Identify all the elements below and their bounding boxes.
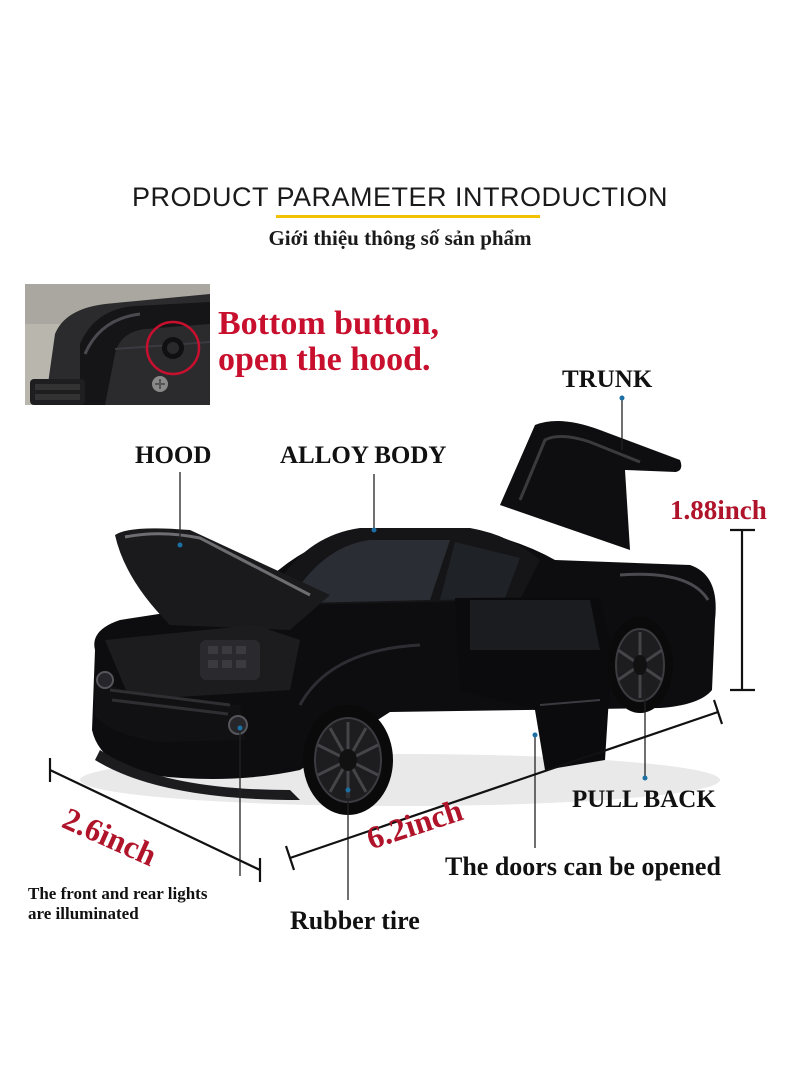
side-window	[440, 542, 520, 600]
rear-wheel	[607, 617, 673, 713]
hood-panel	[115, 528, 330, 630]
callout-line-1: Bottom button,	[218, 305, 440, 342]
front-splitter	[95, 750, 300, 800]
callout-line-2: open the hood.	[218, 341, 431, 378]
label-pull-back: PULL BACK	[572, 786, 716, 813]
highlight-circle	[145, 320, 201, 376]
trunk-lid	[500, 421, 682, 550]
dimension-height-label: 1.88inch	[670, 495, 767, 525]
label-lights-line-1: The front and rear lights	[28, 884, 208, 903]
windshield	[300, 540, 450, 603]
headlight-right	[228, 715, 248, 735]
title-underline	[276, 215, 540, 218]
dimension-width-line	[49, 769, 261, 871]
label-rubber-tire: Rubber tire	[290, 906, 420, 935]
car-body	[92, 530, 716, 779]
hood-button-callout: Bottom button, open the hood.	[218, 306, 439, 378]
page-subtitle: Giới thiệu thông số sản phẩm	[268, 226, 532, 250]
hood-button-closeup-image	[25, 284, 210, 405]
headlight-left	[96, 671, 114, 689]
page-title: PRODUCT PARAMETER INTRODUCTION	[131, 182, 668, 212]
front-wheel	[303, 705, 393, 815]
label-doors: The doors can be opened	[445, 852, 721, 881]
dimension-length-line	[289, 710, 719, 860]
label-lights-line-2: are illuminated	[28, 904, 139, 923]
label-trunk: TRUNK	[562, 366, 653, 393]
label-lights: The front and rear lights are illuminate…	[28, 884, 207, 924]
label-alloy-body: ALLOY BODY	[280, 442, 447, 469]
label-hood: HOOD	[135, 442, 212, 469]
